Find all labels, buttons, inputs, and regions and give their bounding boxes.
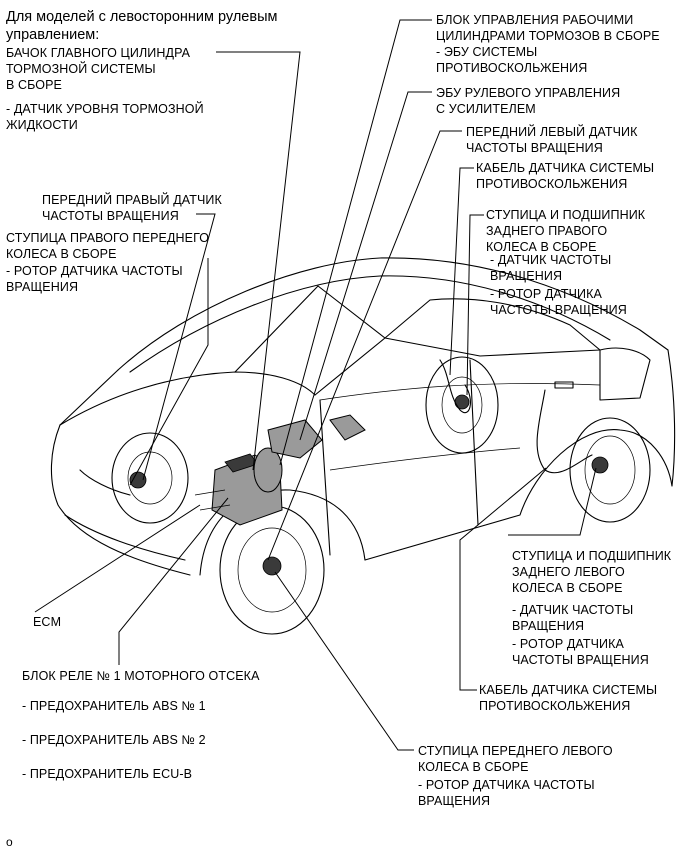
front-left-sensor-label: ПЕРЕДНИЙ ЛЕВЫЙ ДАТЧИК ЧАСТОТЫ ВРАЩЕНИЯ <box>466 125 638 155</box>
ecm-label: ECM <box>33 615 62 629</box>
front-left-hub-sub-label: - РОТОР ДАТЧИКА ЧАСТОТЫ ВРАЩЕНИЯ <box>418 778 595 808</box>
front-right-hub-label: СТУПИЦА ПРАВОГО ПЕРЕДНЕГО КОЛЕСА В СБОРЕ <box>6 231 210 261</box>
eps-ecu-label: ЭБУ РУЛЕВОГО УПРАВЛЕНИЯ С УСИЛИТЕЛЕМ <box>436 86 621 116</box>
skid-cable-top-label: КАБЕЛЬ ДАТЧИКА СИСТЕМЫ ПРОТИВОСКОЛЬЖЕНИЯ <box>476 161 655 191</box>
rear-right-hub-sub2-label: - РОТОР ДАТЧИКА ЧАСТОТЫ ВРАЩЕНИЯ <box>490 287 627 317</box>
master-cylinder-label: БАЧОК ГЛАВНОГО ЦИЛИНДРА ТОРМОЗНОЙ СИСТЕМ… <box>6 46 191 92</box>
front-right-hub-sub-label: - РОТОР ДАТЧИКА ЧАСТОТЫ ВРАЩЕНИЯ <box>6 264 183 294</box>
brake-actuator-label: БЛОК УПРАВЛЕНИЯ РАБОЧИМИ ЦИЛИНДРАМИ ТОРМ… <box>436 13 660 43</box>
fuse-ecub-label: - ПРЕДОХРАНИТЕЛЬ ECU-B <box>22 767 193 781</box>
figure-code: o <box>6 835 13 849</box>
relay-block-label: БЛОК РЕЛЕ № 1 МОТОРНОГО ОТСЕКА <box>22 669 260 683</box>
rear-right-hub-label: СТУПИЦА И ПОДШИПНИК ЗАДНЕГО ПРАВОГО КОЛЕ… <box>486 208 646 254</box>
front-right-sensor-label: ПЕРЕДНИЙ ПРАВЫЙ ДАТЧИК ЧАСТОТЫ ВРАЩЕНИЯ <box>42 193 222 223</box>
front-left-hub-label: СТУПИЦА ПЕРЕДНЕГО ЛЕВОГО КОЛЕСА В СБОРЕ <box>418 744 613 774</box>
leader-lines <box>34 19 597 751</box>
skid-cable-bottom-label: КАБЕЛЬ ДАТЧИКА СИСТЕМЫ ПРОТИВОСКОЛЬЖЕНИЯ <box>479 683 658 713</box>
fuse-abs1-label: - ПРЕДОХРАНИТЕЛЬ ABS № 1 <box>22 699 206 713</box>
rear-right-hub-sub1-label: - ДАТЧИК ЧАСТОТЫ ВРАЩЕНИЯ <box>490 253 612 283</box>
header-title: Для моделей с левосторонним рулевым упра… <box>6 9 278 43</box>
rear-left-hub-label: СТУПИЦА И ПОДШИПНИК ЗАДНЕГО ЛЕВОГО КОЛЕС… <box>512 549 672 595</box>
fuse-abs2-label: - ПРЕДОХРАНИТЕЛЬ ABS № 2 <box>22 733 206 747</box>
rear-left-hub-sub2-label: - РОТОР ДАТЧИКА ЧАСТОТЫ ВРАЩЕНИЯ <box>512 637 649 667</box>
master-cylinder-sub-label: - ДАТЧИК УРОВНЯ ТОРМОЗНОЙ ЖИДКОСТИ <box>6 102 204 132</box>
engine-components <box>194 359 593 526</box>
car-body <box>50 257 676 576</box>
brake-actuator-sub-label: - ЭБУ СИСТЕМЫ ПРОТИВОСКОЛЬЖЕНИЯ <box>436 45 588 75</box>
rear-left-hub-sub1-label: - ДАТЧИК ЧАСТОТЫ ВРАЩЕНИЯ <box>512 603 634 633</box>
